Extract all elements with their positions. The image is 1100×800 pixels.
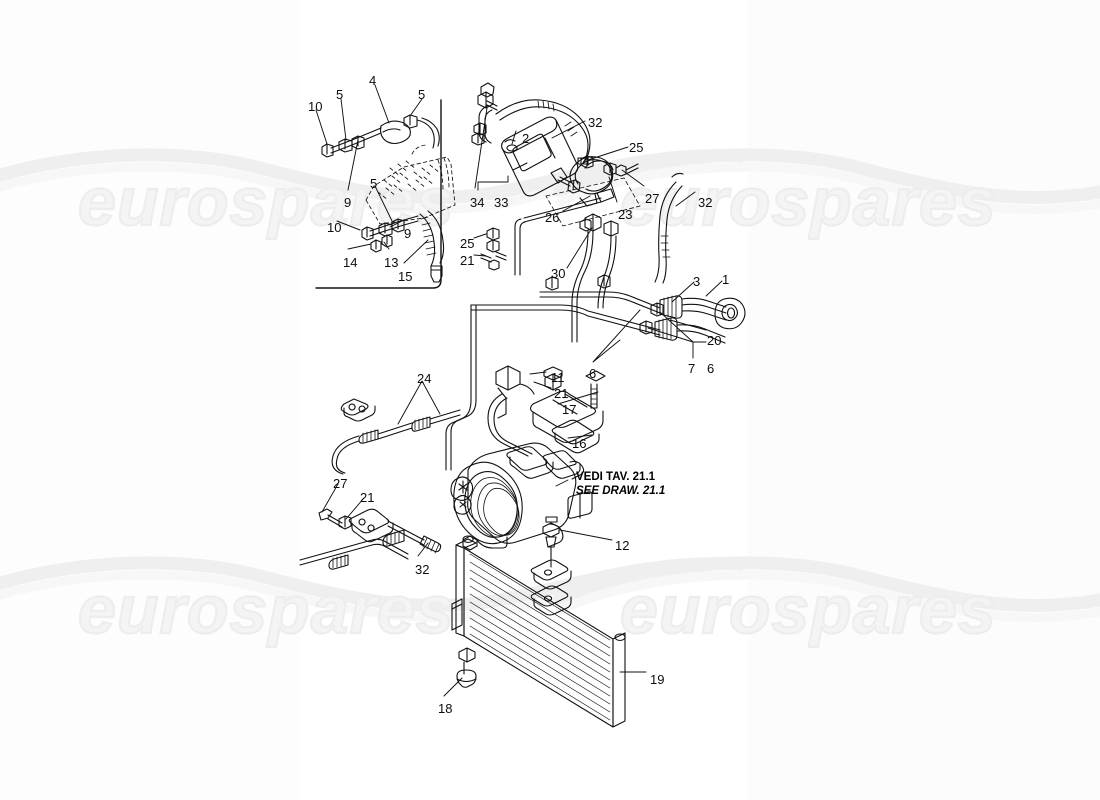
- callout-18: 18: [438, 701, 453, 716]
- callout-10: 10: [308, 99, 323, 114]
- callout-7: 7: [688, 361, 696, 376]
- callout-20: 20: [707, 333, 722, 348]
- callout-1: 1: [722, 272, 730, 287]
- callout-9: 9: [344, 195, 352, 210]
- callout-11: 11: [551, 370, 565, 385]
- assembly-bracket-27-21-32: [318, 508, 442, 554]
- callout-25: 25: [629, 140, 644, 155]
- callout-21: 21: [360, 490, 375, 505]
- callout-13: 13: [384, 255, 399, 270]
- callout-6: 6: [589, 366, 597, 381]
- callout-21: 21: [554, 386, 569, 401]
- callout-27: 27: [645, 191, 660, 206]
- callout-34: 34: [470, 195, 485, 210]
- callout-5: 5: [336, 87, 344, 102]
- callout-23: 23: [618, 207, 633, 222]
- callout-15: 15: [398, 269, 413, 284]
- callout-12: 12: [615, 538, 630, 553]
- callout-2: 2: [522, 131, 530, 146]
- callout-30: 30: [551, 266, 566, 281]
- leader-lines: [315, 84, 723, 697]
- callout-24: 24: [417, 371, 432, 386]
- callout-9: 9: [404, 226, 412, 241]
- region-border-left: [315, 99, 442, 289]
- callout-32: 32: [588, 115, 603, 130]
- assembly-evaporator-pipes: [321, 114, 456, 283]
- callout-16: 16: [572, 436, 587, 451]
- note-line-english: SEE DRAW. 21.1: [576, 485, 666, 498]
- callout-17: 17: [562, 402, 577, 417]
- callout-33: 33: [494, 195, 509, 210]
- assembly-receiver-drier: [471, 82, 684, 284]
- callout-32: 32: [698, 195, 713, 210]
- callout-27: 27: [333, 476, 348, 491]
- callout-6: 6: [707, 361, 715, 376]
- see-drawing-note: VEDI TAV. 21.1 SEE DRAW. 21.1: [576, 470, 665, 499]
- assembly-condenser: [451, 516, 626, 728]
- assembly-pipe-network: [445, 197, 746, 471]
- note-line-italian: VEDI TAV. 21.1: [576, 471, 656, 483]
- callout-14: 14: [343, 255, 358, 270]
- callout-19: 19: [650, 672, 665, 687]
- callout-25: 25: [460, 236, 475, 251]
- callout-3: 3: [693, 274, 701, 289]
- callout-5: 5: [370, 176, 378, 191]
- assembly-hose-24: [331, 398, 461, 475]
- callout-21: 21: [460, 253, 475, 268]
- callout-32: 32: [415, 562, 430, 577]
- callout-5: 5: [418, 87, 426, 102]
- callout-10: 10: [327, 220, 342, 235]
- callout-26: 26: [545, 210, 560, 225]
- callout-4: 4: [369, 73, 377, 88]
- assembly-compressor: [299, 442, 593, 570]
